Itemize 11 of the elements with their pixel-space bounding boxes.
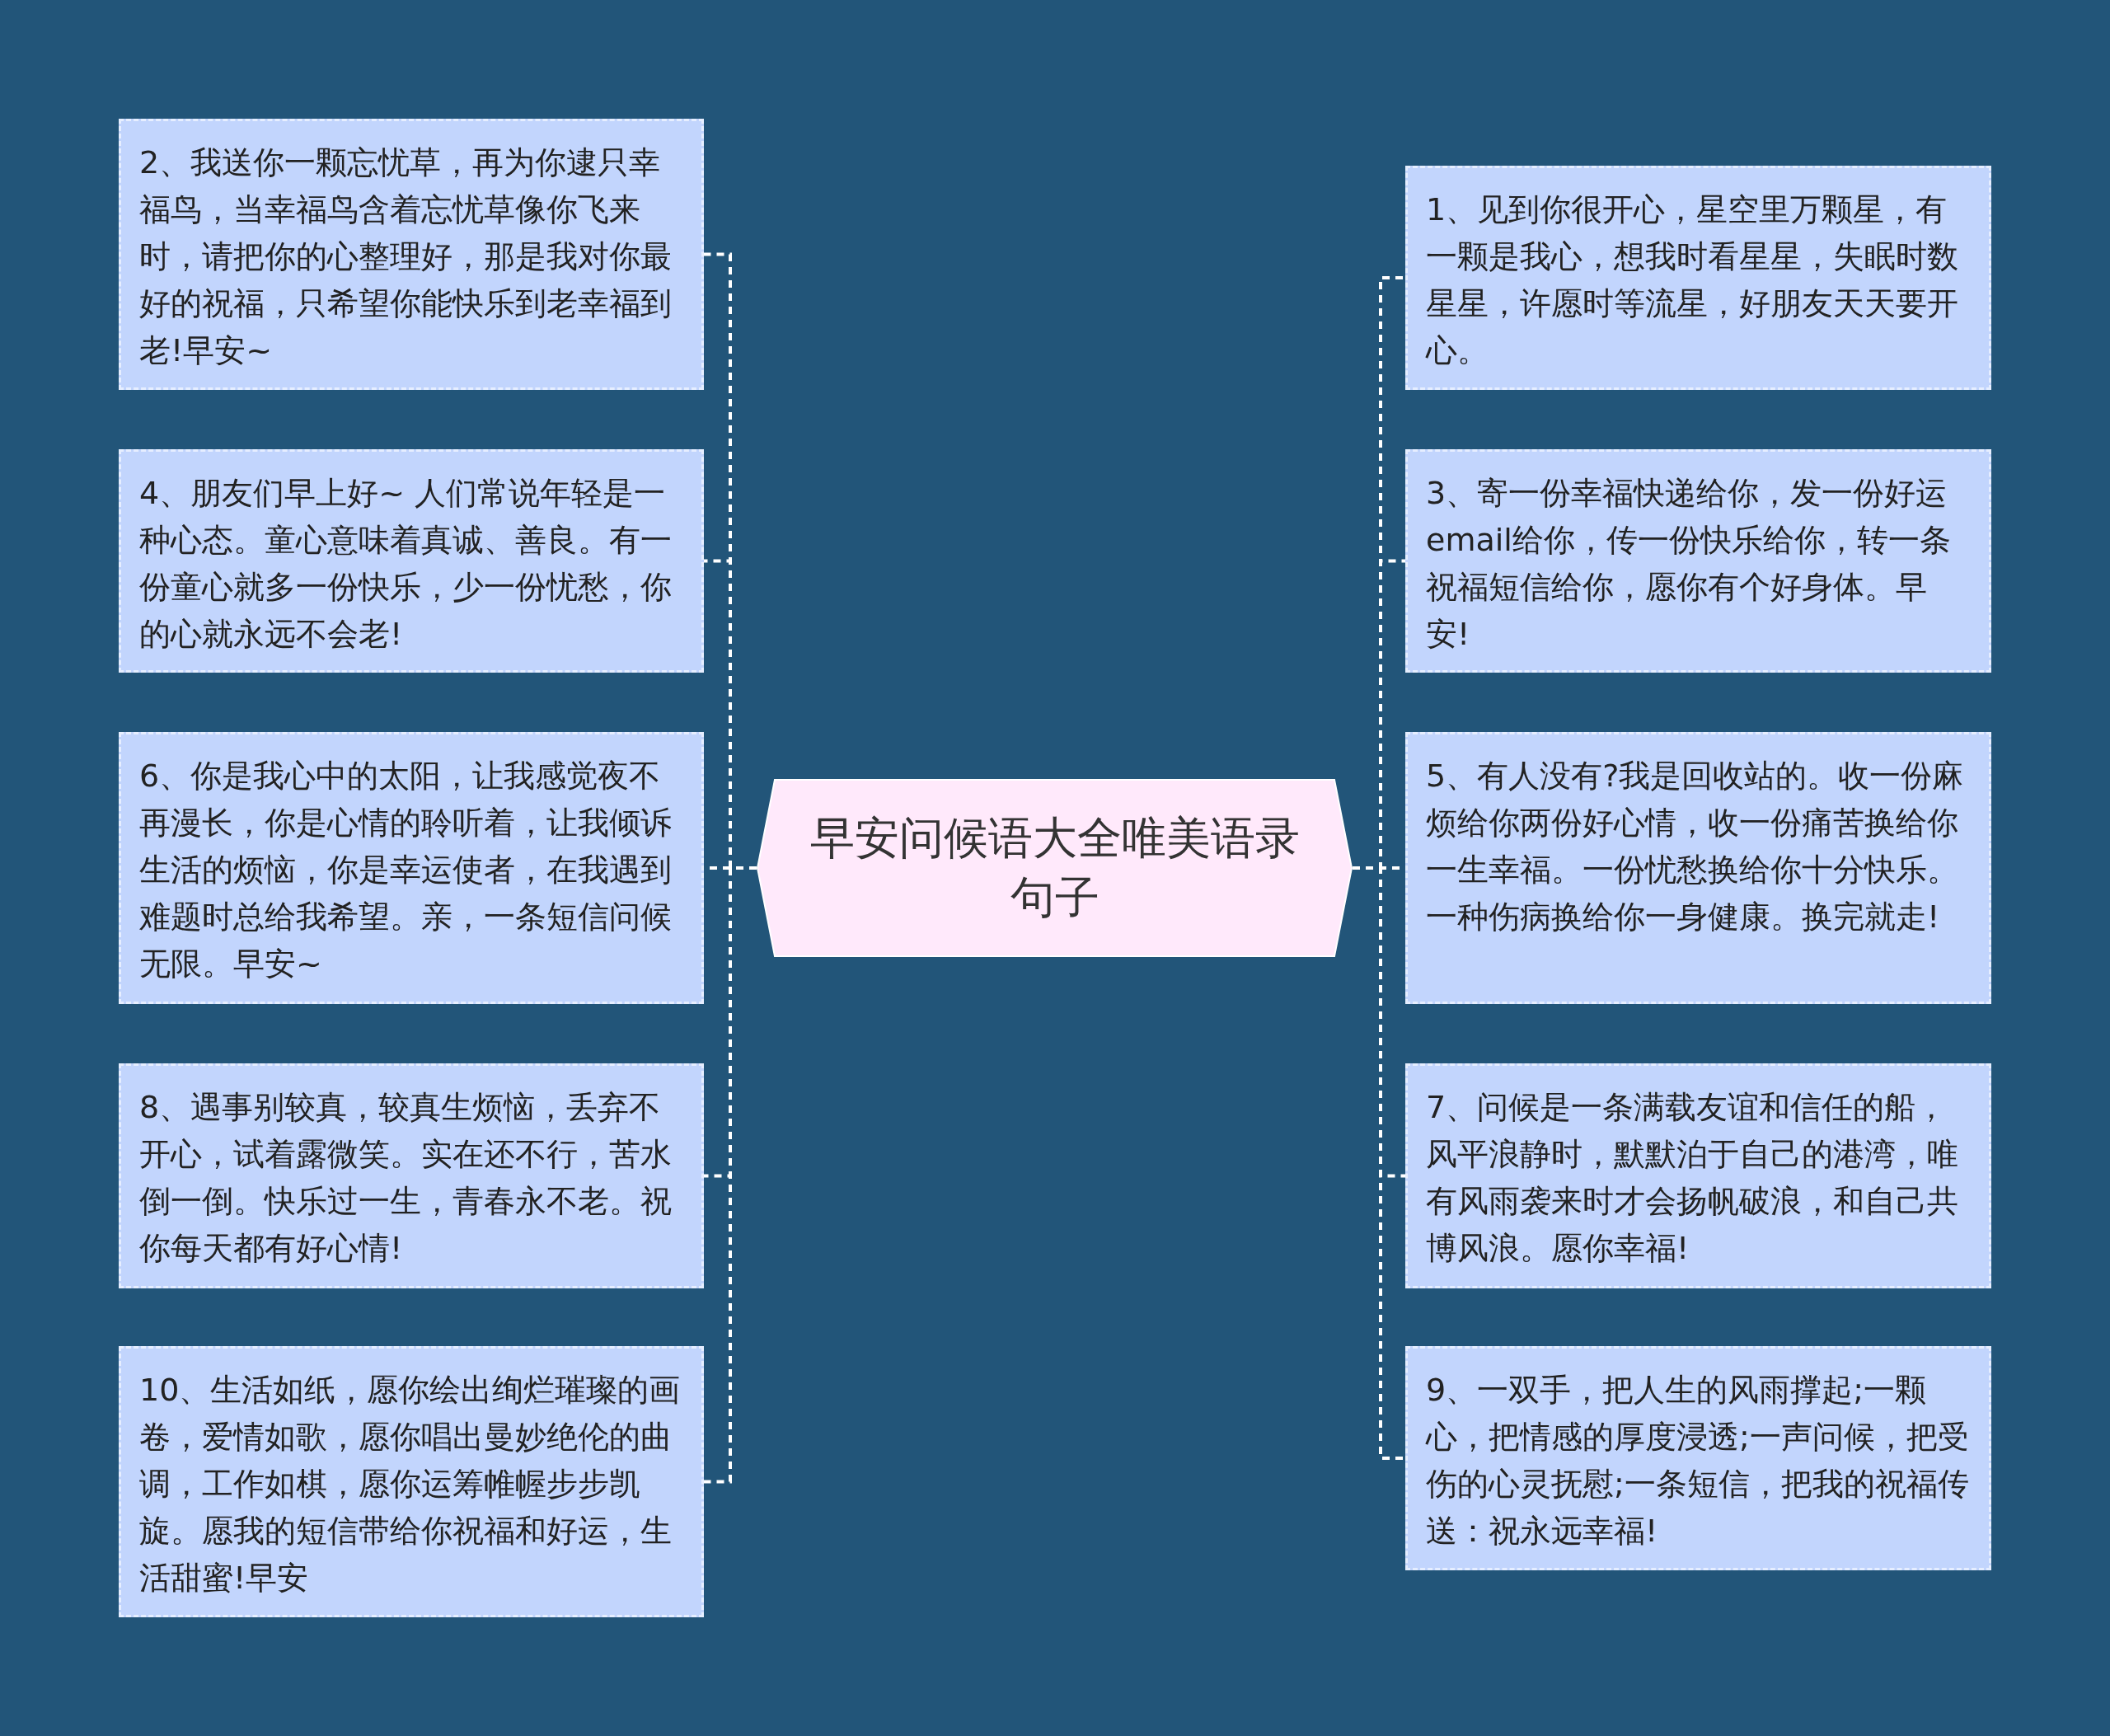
greeting-box: 2、我送你一颗忘忧草，再为你逮只幸福鸟，当幸福鸟含着忘忧草像你飞来时，请把你的心整理好，那是我对你最好的祝福，只希望你能快乐到老幸福到老!早安~	[119, 119, 704, 390]
greeting-box: 7、问候是一条满载友谊和信任的船，风平浪静时，默默泊于自己的港湾，唯有风雨袭来时才会扬帆破浪，和自己共博风浪。愿你幸福!	[1405, 1063, 1991, 1288]
greeting-box: 8、遇事别较真，较真生烦恼，丢弃不开心，试着露微笑。实在还不行，苦水倒一倒。快乐过一生，青春永不老。祝你每天都有好心情!	[119, 1063, 704, 1288]
topic-title: 早安问候语大全唯美语录句子	[809, 811, 1301, 925]
greeting-box: 6、你是我心中的太阳，让我感觉夜不再漫长，你是心情的聆听着，让我倾诉生活的烦恼，你是幸运使者，在我遇到难题时总给我希望。亲，一条短信问候无限。早安~	[119, 732, 704, 1004]
greeting-box: 9、一双手，把人生的风雨撑起;一颗心，把情感的厚度浸透;一声问候，把受伤的心灵抚慰;一条短信，把我的祝福传送：祝永远幸福!	[1405, 1346, 1991, 1570]
greeting-box: 3、寄一份幸福快递给你，发一份好运email给你，传一份快乐给你，转一条祝福短信给你，愿你有个好身体。早安!	[1405, 449, 1991, 673]
greeting-box: 10、生活如纸，愿你绘出绚烂璀璨的画卷，爱情如歌，愿你唱出曼妙绝伦的曲调，工作如棋，愿你运筹帷幄步步凯旋。愿我的短信带给你祝福和好运，生活甜蜜!早安	[119, 1346, 704, 1617]
greeting-box: 5、有人没有?我是回收站的。收一份麻烦给你两份好心情，收一份痛苦换给你一生幸福。一份忧愁换给你十分快乐。一种伤病换给你一身健康。换完就走!	[1405, 732, 1991, 1004]
greeting-box: 1、见到你很开心，星空里万颗星，有一颗是我心，想我时看星星，失眠时数星星，许愿时等流星，好朋友天天要开心。	[1405, 166, 1991, 390]
greeting-box: 4、朋友们早上好~ 人们常说年轻是一种心态。童心意味着真诚、善良。有一份童心就多一份快乐，少一份忧愁，你的心就永远不会老!	[119, 449, 704, 673]
